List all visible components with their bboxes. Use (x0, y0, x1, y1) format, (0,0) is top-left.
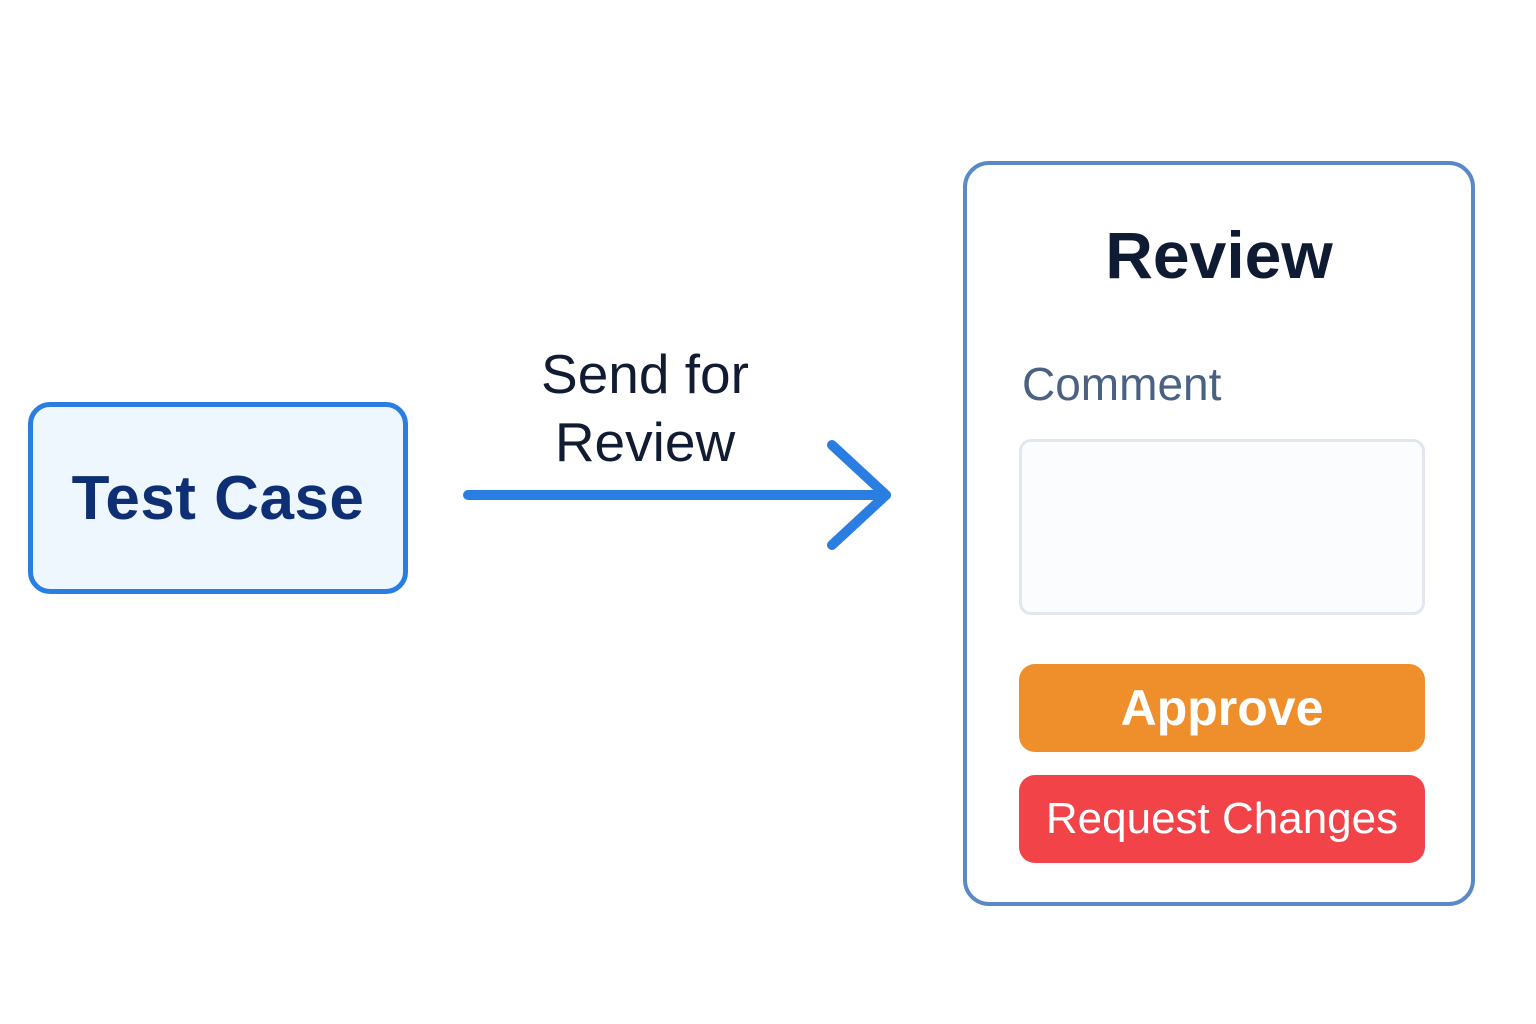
comment-input[interactable] (1019, 439, 1425, 615)
flow-arrow-head (827, 440, 891, 550)
approve-button[interactable]: Approve (1019, 664, 1425, 752)
request-changes-button[interactable]: Request Changes (1019, 775, 1425, 863)
review-title: Review (1105, 218, 1333, 292)
test-case-label: Test Case (71, 463, 365, 533)
test-case-node: Test Case (28, 402, 408, 594)
review-panel: Review Comment Approve Request Changes (963, 161, 1475, 906)
flow-arrow (463, 440, 891, 550)
send-for-review-label-line1: Send for (541, 343, 749, 405)
comment-label: Comment (1022, 358, 1222, 410)
send-for-review-label: Send for Review (490, 340, 800, 476)
send-for-review-label-line2: Review (554, 411, 736, 473)
